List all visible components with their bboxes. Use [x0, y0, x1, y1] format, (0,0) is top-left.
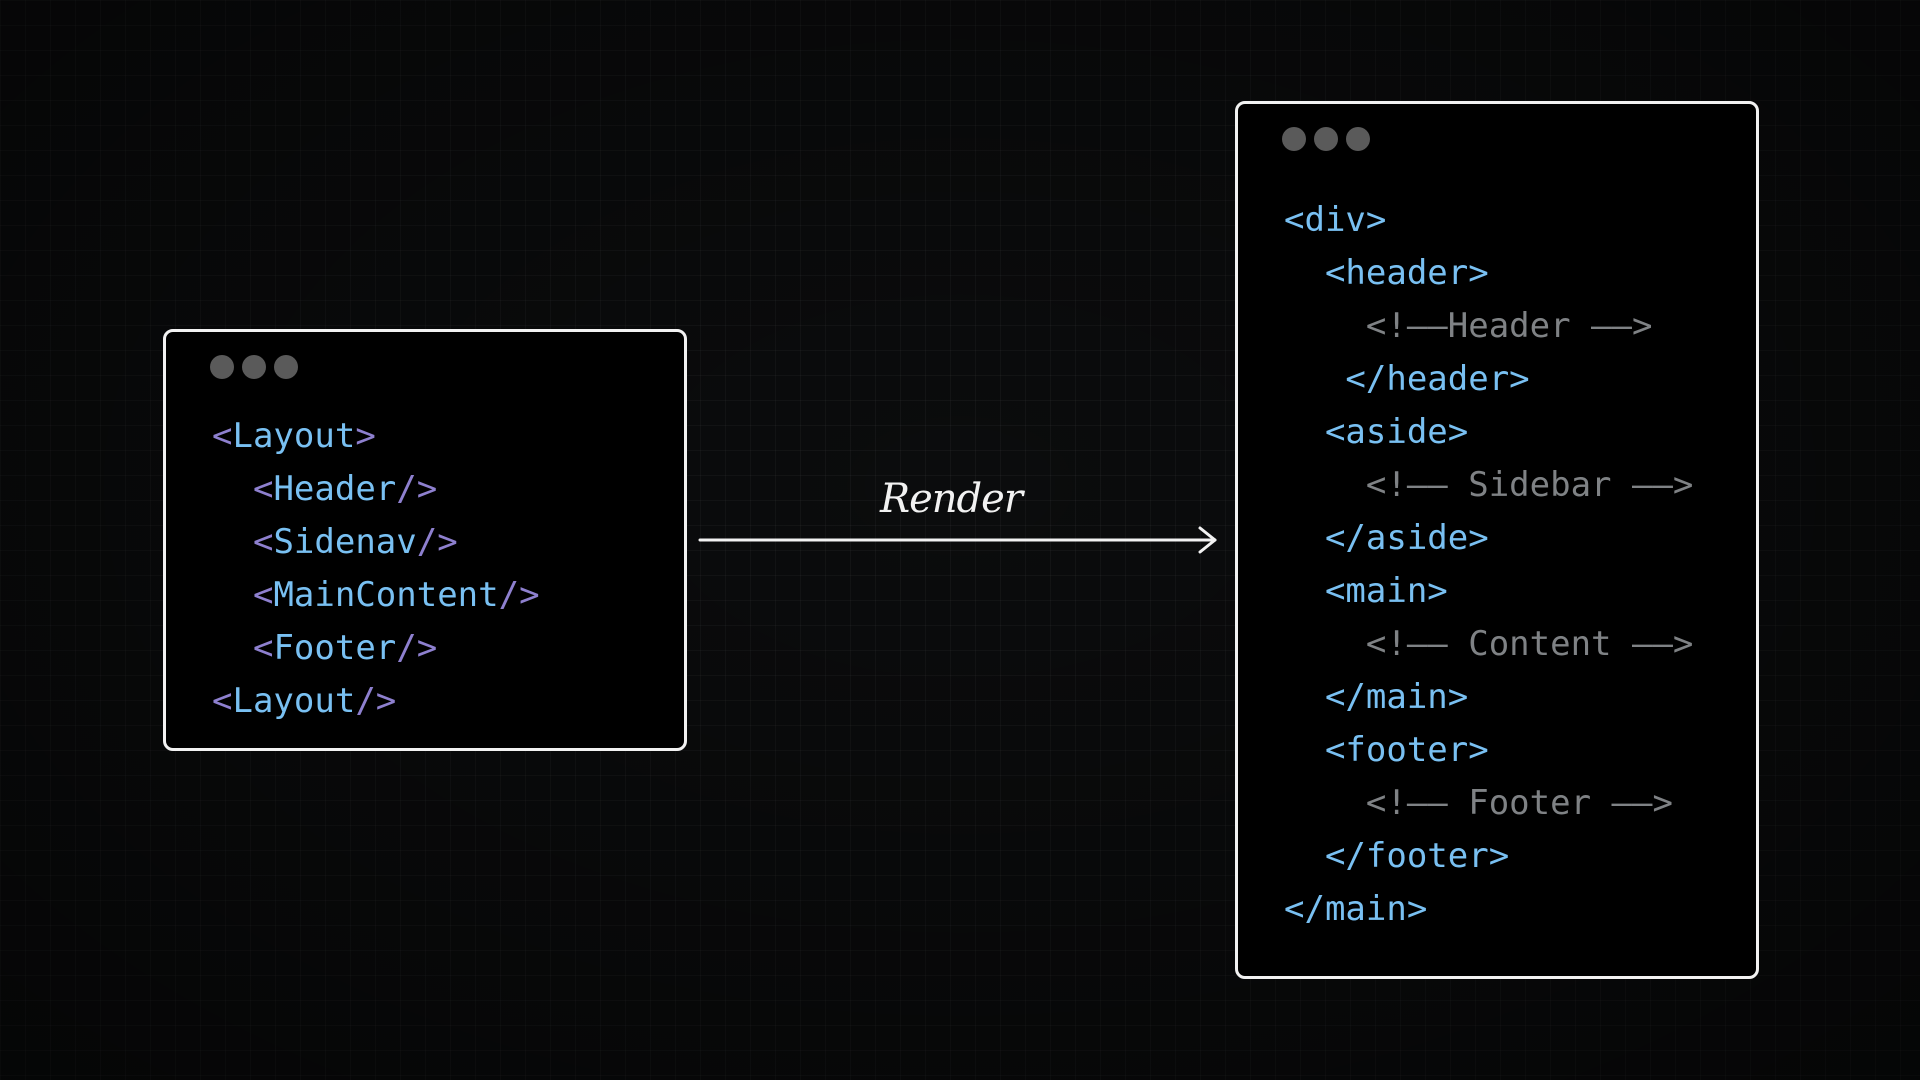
html-line: </aside> — [1284, 518, 1489, 558]
html-line: </footer> — [1284, 836, 1510, 876]
html-line: <footer> — [1284, 730, 1489, 770]
rendered-html-window: <div> <header> <!——Header ——> </header> … — [1235, 101, 1759, 979]
window-dot-icon — [274, 355, 298, 379]
window-dot-icon — [1282, 127, 1306, 151]
component-code-window: <Layout> <Header/> <Sidenav/> <MainConte… — [163, 329, 687, 751]
window-controls — [1282, 127, 1370, 151]
code-line: <Header/> — [252, 469, 438, 509]
html-line: </main> — [1284, 889, 1428, 929]
window-dot-icon — [1314, 127, 1338, 151]
window-dot-icon — [242, 355, 266, 379]
html-line: </main> — [1284, 677, 1469, 717]
window-dot-icon — [210, 355, 234, 379]
render-arrow — [698, 526, 1217, 554]
code-line: <Layout/> — [212, 681, 397, 721]
html-line: <main> — [1284, 571, 1448, 611]
code-line: <Sidenav/> — [252, 522, 458, 562]
html-line: <div> — [1284, 200, 1387, 240]
code-line: <Footer/> — [252, 628, 438, 668]
html-comment: <!——Header ——> — [1284, 306, 1653, 346]
component-code-lines: <Layout> <Header/> <Sidenav/> <MainConte… — [212, 410, 540, 728]
arrow-head-icon — [1198, 526, 1217, 554]
html-line: </header> — [1284, 359, 1530, 399]
html-comment: <!—— Content ——> — [1284, 624, 1694, 664]
rendered-html-lines: <div> <header> <!——Header ——> </header> … — [1284, 194, 1693, 936]
html-comment: <!—— Footer ——> — [1284, 783, 1673, 823]
code-line: <Layout> — [212, 416, 376, 456]
window-dot-icon — [1346, 127, 1370, 151]
html-line: <header> — [1284, 253, 1489, 293]
render-label: Render — [880, 476, 1023, 522]
html-comment: <!—— Sidebar ——> — [1284, 465, 1694, 505]
code-line: <MainContent/> — [252, 575, 540, 615]
html-line: <aside> — [1284, 412, 1469, 452]
window-controls — [210, 355, 298, 379]
